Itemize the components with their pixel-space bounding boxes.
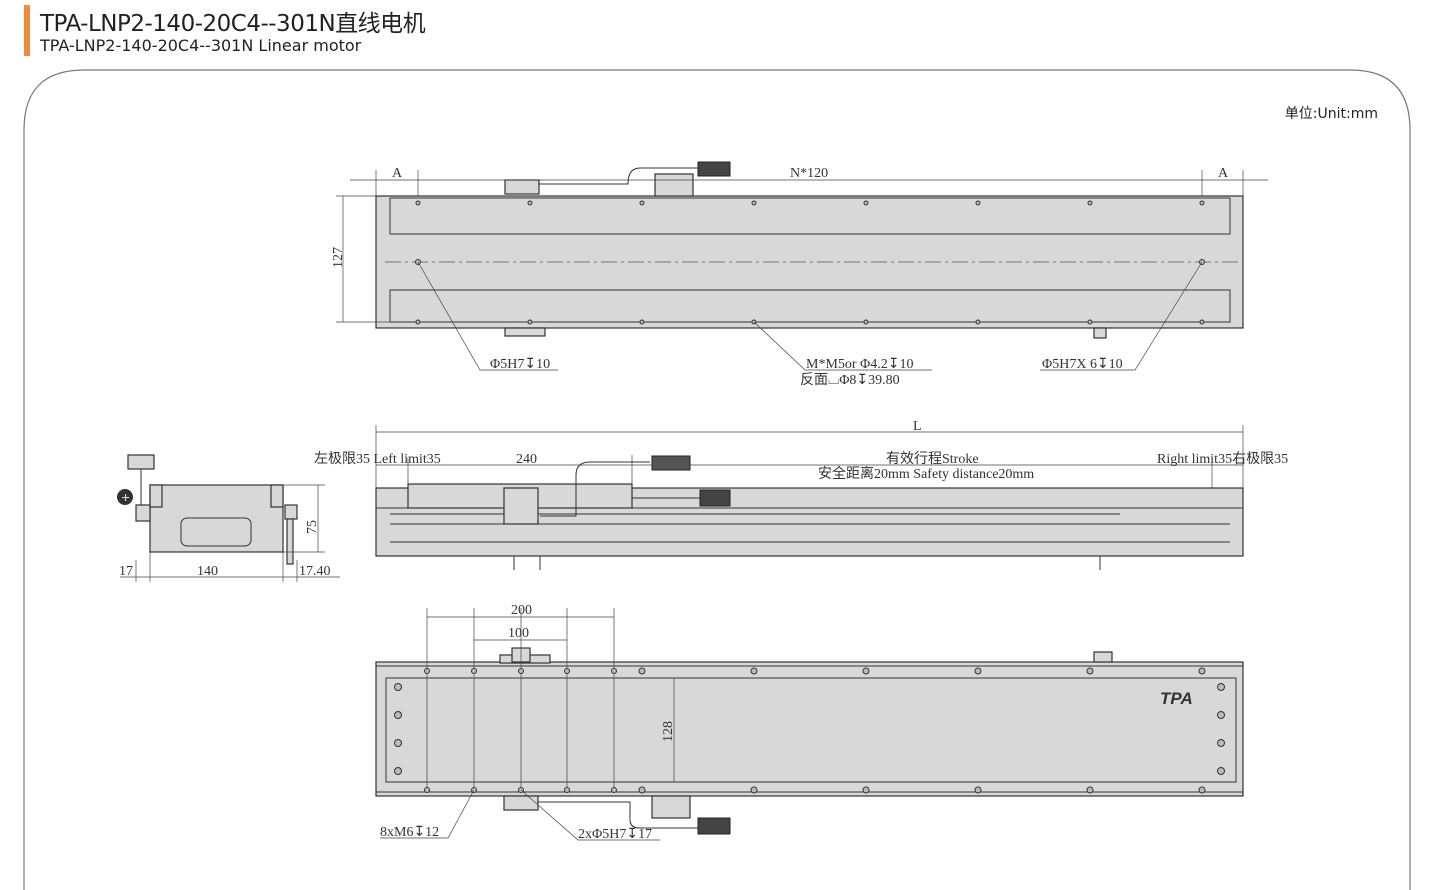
dim-a-right: A [1218, 166, 1229, 181]
bottom-view: 200 100 128 TPA 8xM6↧12 2xΦ5H7↧17 [375, 603, 1244, 842]
mount-hole-icon [975, 200, 981, 206]
mount-hole-icon [527, 200, 533, 206]
note-counterbore: 反面⌴Φ8↧39.80 [800, 372, 900, 388]
end-dim-width: 140 [197, 564, 218, 579]
dim-length-l: L [913, 419, 922, 434]
base-hole-icon [1086, 667, 1094, 675]
base-hole-icon [862, 786, 870, 794]
mount-hole-icon [415, 200, 421, 206]
note-pin-left: Φ5H7↧10 [490, 357, 550, 372]
base-hole-icon [974, 667, 982, 675]
end-view: + 17 140 17.40 75 [117, 454, 340, 582]
note-bottom-pins: 2xΦ5H7↧17 [578, 827, 652, 842]
carriage-hole-icon [424, 668, 430, 674]
dim-128: 128 [661, 721, 676, 742]
page-title: TPA-LNP2-140-20C4--301N直线电机 [40, 11, 426, 37]
dim-200: 200 [511, 603, 532, 618]
base-hole-icon [750, 667, 758, 675]
note-pin-right: Φ5H7X 6↧10 [1042, 357, 1123, 372]
mount-hole-icon [1087, 200, 1093, 206]
mount-hole-icon [863, 200, 869, 206]
base-hole-icon [1198, 667, 1206, 675]
left-limit-label: 左极限35 Left limit35 [314, 451, 441, 467]
end-screw-icon [394, 711, 402, 719]
carriage-hole-icon [471, 668, 477, 674]
tpa-logo: TPA [1160, 689, 1193, 708]
base-hole-icon [862, 667, 870, 675]
carriage-hole-icon [611, 787, 617, 793]
end-screw-icon [1217, 683, 1225, 691]
base-hole-icon [750, 786, 758, 794]
title-accent-bar [24, 5, 30, 56]
cross-screw-icon: + [121, 491, 130, 504]
carriage-hole-icon [518, 668, 524, 674]
page-subtitle: TPA-LNP2-140-20C4--301N Linear motor [40, 36, 362, 55]
base-hole-icon [1198, 786, 1206, 794]
carriage-length: 240 [516, 452, 537, 467]
base-hole-icon [1086, 786, 1094, 794]
note-mount-holes: M*M5or Φ4.2↧10 [806, 357, 914, 372]
end-screw-icon [1217, 711, 1225, 719]
stroke-label: 有效行程Stroke [886, 451, 979, 467]
carriage-hole-icon [564, 668, 570, 674]
mount-hole-icon [975, 319, 981, 325]
end-dim-right: 17.40 [299, 564, 331, 579]
mount-hole-icon [1087, 319, 1093, 325]
mount-hole-icon [415, 319, 421, 325]
dim-pitch: N*120 [790, 166, 828, 181]
dim-width-127: 127 [331, 247, 346, 268]
drawing-frame [23, 69, 1411, 890]
end-screw-icon [1217, 767, 1225, 775]
mount-hole-icon [1199, 200, 1205, 206]
note-bottom-holes: 8xM6↧12 [380, 825, 439, 840]
mount-hole-icon [1199, 319, 1205, 325]
end-dim-left: 17 [119, 564, 133, 579]
mount-hole-icon [639, 200, 645, 206]
safety-distance-label: 安全距离20mm Safety distance20mm [818, 465, 1034, 482]
unit-label: 单位:Unit:mm [1284, 106, 1378, 122]
side-view: L 左极限35 Left limit35 240 有效行程Stroke 安全距离… [314, 419, 1288, 570]
carriage-hole-icon [611, 668, 617, 674]
end-dim-height: 75 [305, 520, 320, 534]
top-view: A A N*120 127 Φ5H7↧10 M*M5or Φ4.2↧10 反面⌴… [331, 161, 1268, 388]
mount-hole-icon [527, 319, 533, 325]
base-hole-icon [974, 786, 982, 794]
end-screw-icon [394, 739, 402, 747]
mount-hole-icon [639, 319, 645, 325]
base-hole-icon [638, 667, 646, 675]
right-limit-label: Right limit35右极限35 [1157, 451, 1288, 467]
end-screw-icon [1217, 739, 1225, 747]
carriage-hole-icon [424, 787, 430, 793]
dim-100: 100 [508, 626, 529, 641]
end-screw-icon [394, 683, 402, 691]
dim-a-left: A [392, 166, 403, 181]
end-screw-icon [394, 767, 402, 775]
mount-hole-icon [751, 200, 757, 206]
carriage-hole-icon [564, 787, 570, 793]
mount-hole-icon [863, 319, 869, 325]
base-hole-icon [638, 786, 646, 794]
